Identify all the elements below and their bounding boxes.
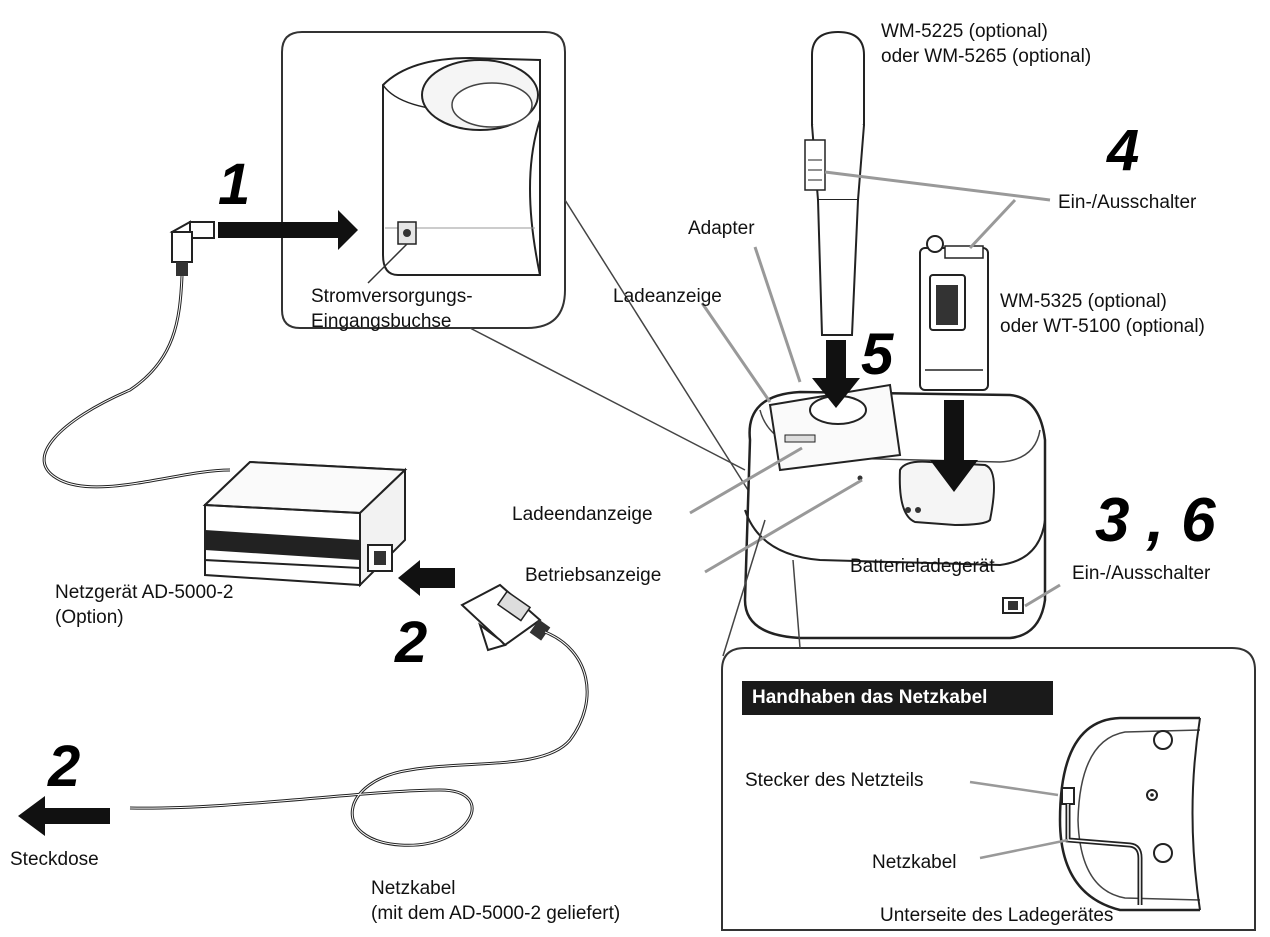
step-4-number: 4 (1107, 118, 1140, 183)
step-5-number: 5 (861, 322, 894, 387)
adapter-label: Adapter (688, 218, 755, 239)
bodypack-model-label-1: WM-5325 (optional) (1000, 291, 1167, 312)
operation-indicator-label: Betriebsanzeige (525, 565, 662, 586)
inset-plug-label: Stecker des Netzteils (745, 770, 924, 791)
power-unit-label-1: Netzgerät AD-5000-2 (55, 582, 234, 603)
charge-indicator-label: Ladeanzeige (613, 286, 722, 307)
battery-charger (743, 383, 1047, 640)
handheld-microphone (804, 30, 865, 336)
outlet-label: Steckdose (10, 849, 99, 870)
charger-label: Batterieladegerät (850, 556, 995, 577)
power-jack-label-2: Eingangsbuchse (311, 311, 452, 332)
step5-arrow (812, 340, 860, 408)
switch-label-bottom: Ein-/Ausschalter (1072, 563, 1211, 584)
cable-handling-inset (721, 519, 1256, 931)
cable-label-1: Netzkabel (371, 878, 456, 899)
mic-model-label-1: WM-5225 (optional) (881, 21, 1048, 42)
inset-bottom-label: Unterseite des Ladegerätes (880, 905, 1114, 926)
power-unit-label-2: (Option) (55, 607, 124, 628)
inset-cable-label: Netzkabel (872, 852, 957, 873)
step2-arrow-adapter (398, 560, 455, 596)
power-jack-inset (281, 31, 749, 491)
power-jack-label-1: Stromversorgungs- (311, 286, 473, 307)
mic-model-label-2: oder WM-5265 (optional) (881, 46, 1092, 67)
inset-title-banner: Handhaben das Netzkabel (742, 681, 1053, 715)
bodypack-arrow (930, 400, 978, 492)
switch-label-top: Ein-/Ausschalter (1058, 192, 1197, 213)
step-3-6-number: 3 , 6 (1095, 486, 1216, 555)
bodypack-transmitter (919, 235, 989, 391)
bodypack-model-label-2: oder WT-5100 (optional) (1000, 316, 1205, 337)
step-2-adapter-number: 2 (395, 610, 428, 675)
cable-label-2: (mit dem AD-5000-2 geliefert) (371, 903, 621, 924)
ac-cable (129, 583, 589, 847)
dc-plug (42, 220, 231, 489)
step2-arrow-outlet (18, 796, 110, 836)
step-1-number: 1 (218, 152, 251, 217)
charge-complete-label: Ladeendanzeige (512, 504, 653, 525)
step-2-outlet-number: 2 (48, 734, 81, 799)
power-supply (202, 460, 408, 588)
step1-arrow (218, 210, 358, 250)
